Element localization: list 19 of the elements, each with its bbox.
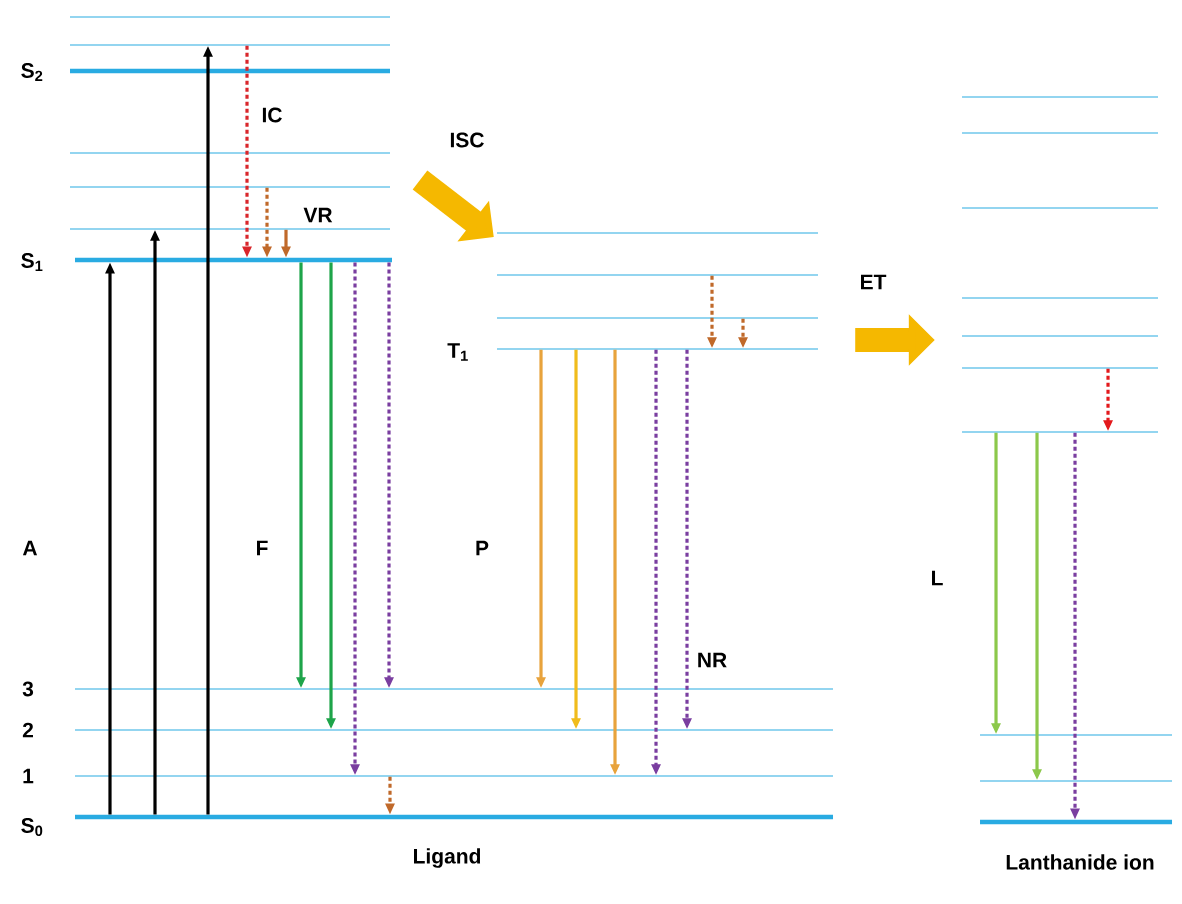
level-label: 1: [23, 768, 34, 784]
level-label: 3: [22, 681, 34, 697]
energy-level: [980, 819, 1172, 825]
process-label: IC: [262, 107, 282, 123]
process-label: A: [22, 540, 38, 556]
process-label: NR: [698, 652, 727, 668]
process-label: P: [476, 540, 489, 556]
process-label: L: [932, 570, 943, 586]
level-label: S$_{1}$: [21, 253, 43, 271]
process-label: Lanthanide ion: [1006, 854, 1154, 870]
process-label: VR: [303, 207, 333, 223]
process-label: Ligand: [414, 848, 481, 868]
process-label: F: [257, 540, 268, 556]
process-label: ISC: [450, 132, 484, 148]
level-label: S$_{2}$: [21, 63, 43, 81]
level-label: 2: [22, 722, 33, 738]
level-label: T$_{1}$: [447, 343, 468, 361]
process-label: ET: [861, 274, 887, 290]
level-label: S$_{0}$: [21, 818, 43, 836]
